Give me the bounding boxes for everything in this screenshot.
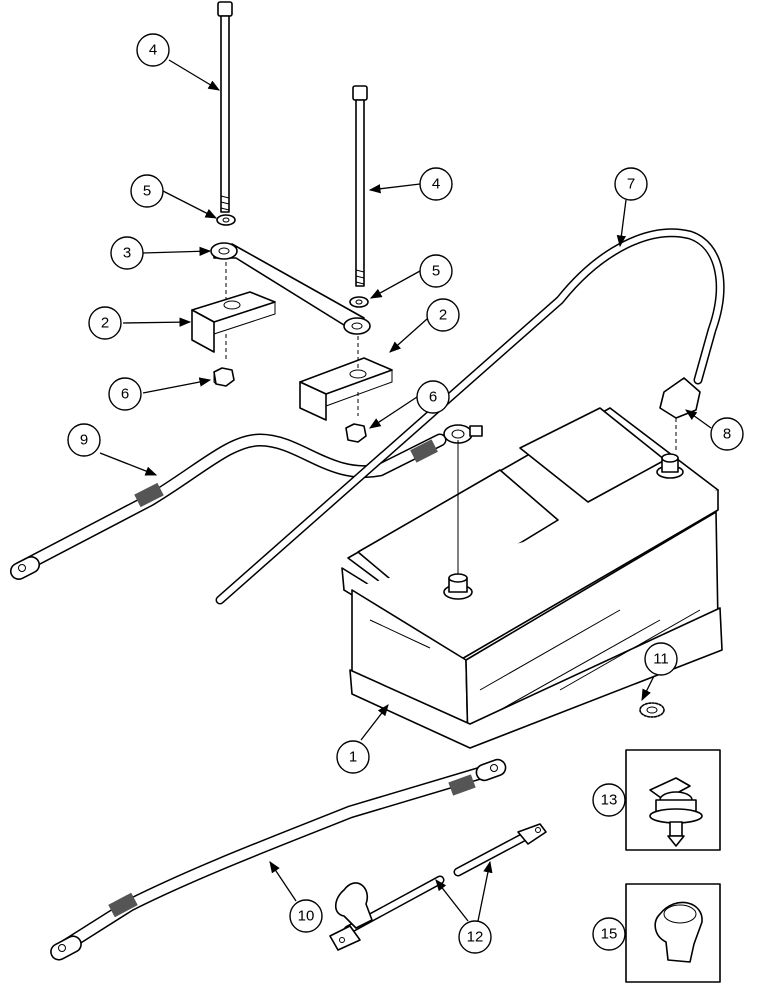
callout-8: 8 xyxy=(710,417,744,451)
callout-6-left: 6 xyxy=(108,377,142,411)
callout-6-right: 6 xyxy=(416,380,450,414)
svg-text:4: 4 xyxy=(432,176,440,193)
battery xyxy=(341,407,723,749)
callout-7: 7 xyxy=(614,167,648,201)
callout-1: 1 xyxy=(336,740,370,774)
svg-text:15: 15 xyxy=(601,926,618,943)
nut-right xyxy=(345,423,367,443)
callout-11: 11 xyxy=(644,642,678,676)
callout-13: 13 xyxy=(592,783,626,817)
terminal-cover-box xyxy=(625,883,721,983)
svg-text:11: 11 xyxy=(653,651,669,668)
callout-15: 15 xyxy=(592,917,626,951)
washer-right xyxy=(349,296,369,308)
svg-text:1: 1 xyxy=(349,749,357,766)
svg-text:6: 6 xyxy=(429,389,437,406)
svg-text:10: 10 xyxy=(298,908,315,925)
bracket-right xyxy=(299,336,393,421)
svg-text:5: 5 xyxy=(143,183,151,200)
battery-cable-lower xyxy=(50,758,507,961)
battery-cable-upper xyxy=(9,424,483,580)
svg-text:3: 3 xyxy=(123,245,131,262)
svg-text:13: 13 xyxy=(601,792,618,809)
callout-5-right: 5 xyxy=(419,254,453,288)
svg-text:2: 2 xyxy=(439,307,447,324)
callout-4-right: 4 xyxy=(419,167,453,201)
callout-4-left: 4 xyxy=(136,33,170,67)
switch-box xyxy=(625,749,721,851)
callout-10: 10 xyxy=(289,899,323,933)
battery-cable-long xyxy=(215,228,725,605)
washer-left xyxy=(216,214,236,226)
callout-3: 3 xyxy=(110,236,144,270)
svg-text:2: 2 xyxy=(101,315,109,332)
lockwasher xyxy=(639,702,665,718)
callout-2-right: 2 xyxy=(426,298,460,332)
callout-5-left: 5 xyxy=(130,174,164,208)
hold-down-rod-right xyxy=(352,85,368,287)
svg-text:8: 8 xyxy=(723,426,731,443)
ground-wire xyxy=(329,823,547,951)
hold-down-rod-left xyxy=(217,1,233,213)
bracket-left xyxy=(191,262,276,362)
callout-2-left: 2 xyxy=(88,306,122,340)
svg-text:6: 6 xyxy=(121,386,129,403)
svg-text:7: 7 xyxy=(627,176,635,193)
svg-text:5: 5 xyxy=(432,263,440,280)
callout-12: 12 xyxy=(458,920,492,954)
svg-text:9: 9 xyxy=(80,432,88,449)
svg-text:12: 12 xyxy=(467,929,484,946)
svg-text:4: 4 xyxy=(149,42,157,59)
callout-9: 9 xyxy=(67,423,101,457)
hold-down-strap xyxy=(210,242,371,335)
nut-left xyxy=(213,367,235,387)
